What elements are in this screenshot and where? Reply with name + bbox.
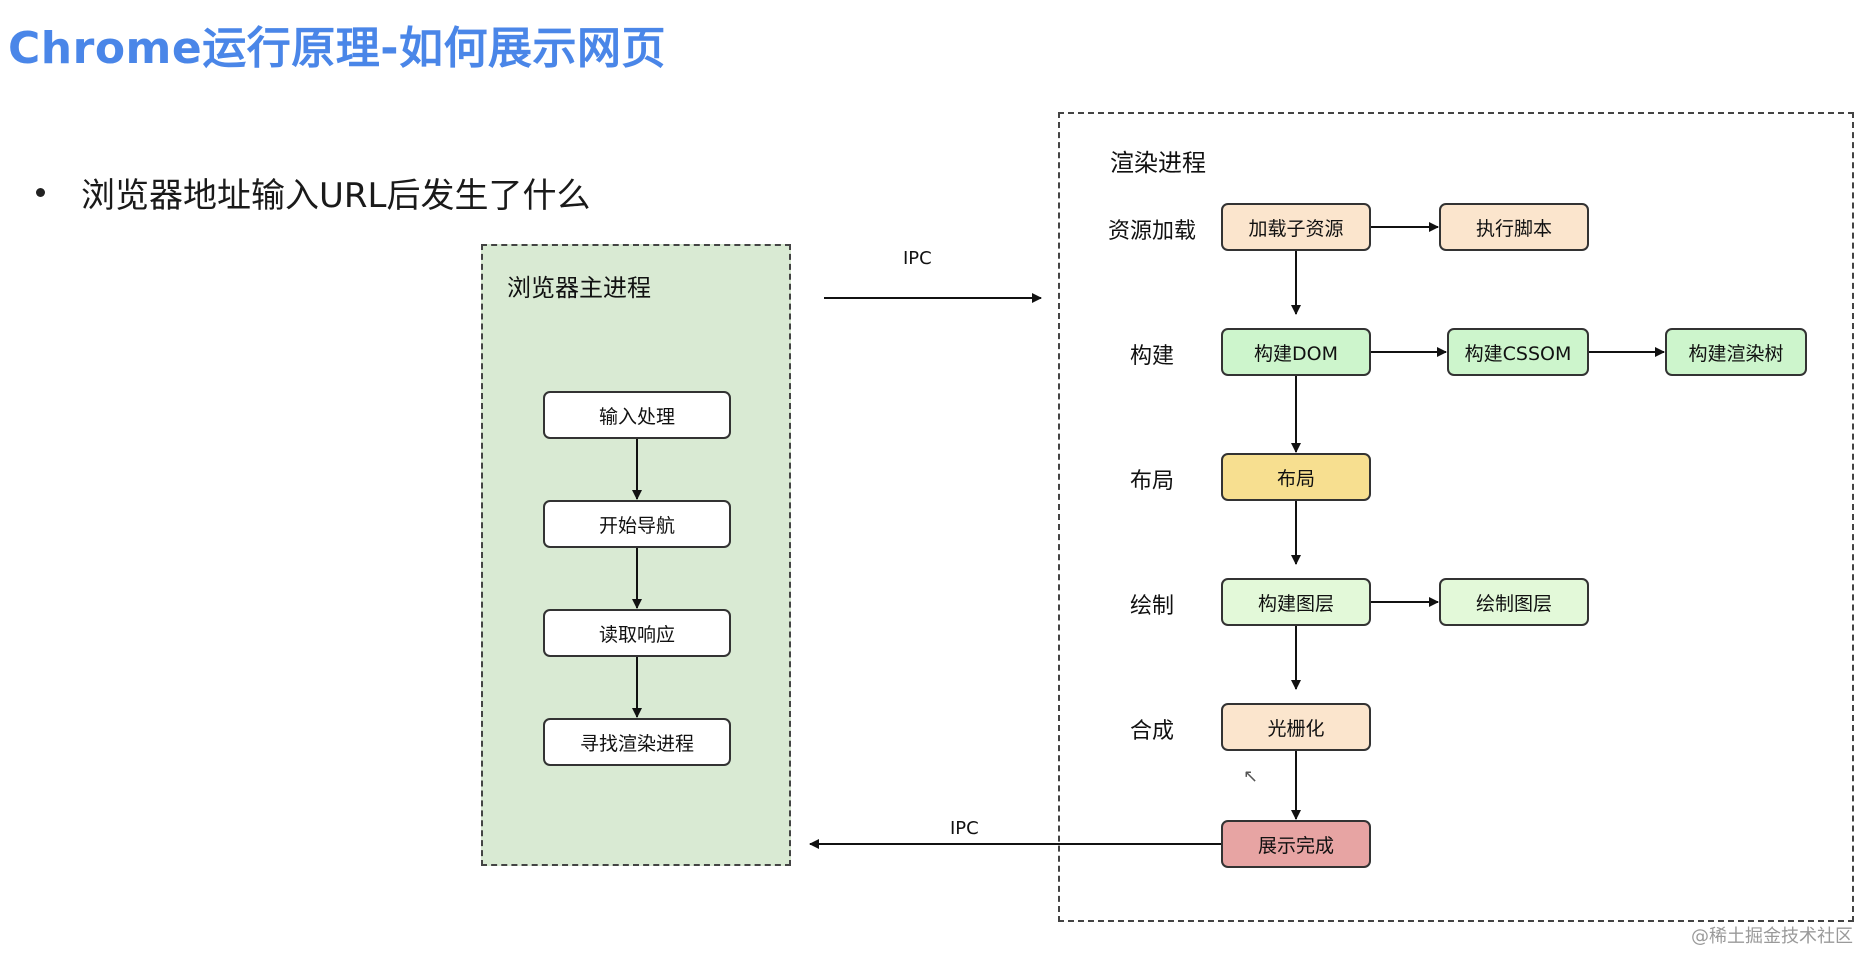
node-build-render-tree: 构建渲染树 <box>1665 328 1807 376</box>
stage-label-resource-loading: 资源加载 <box>1108 219 1197 244</box>
node-build-layers: 构建图层 <box>1221 578 1371 626</box>
page-title: Chrome运行原理-如何展示网页 <box>8 23 666 74</box>
watermark: @稀土掘金技术社区 <box>1691 926 1853 947</box>
mouse-pointer-icon: ↖ <box>1243 766 1259 787</box>
node-display-complete: 展示完成 <box>1221 820 1371 868</box>
ipc-label-top: IPC <box>903 248 932 269</box>
step-read-response: 读取响应 <box>543 609 731 657</box>
node-execute-script: 执行脚本 <box>1439 203 1589 251</box>
node-rasterize: 光栅化 <box>1221 703 1371 751</box>
node-build-dom: 构建DOM <box>1221 328 1371 376</box>
stage-label-layout: 布局 <box>1130 469 1175 494</box>
node-load-subresources: 加载子资源 <box>1221 203 1371 251</box>
stage-label-paint: 绘制 <box>1130 594 1175 619</box>
stage-label-composite: 合成 <box>1130 719 1175 744</box>
bullet-item: 浏览器地址输入URL后发生了什么 <box>36 168 590 217</box>
stage-label-build: 构建 <box>1130 344 1175 369</box>
bullet-text: 浏览器地址输入URL后发生了什么 <box>81 176 591 216</box>
bullet-dot-icon <box>36 188 45 197</box>
step-input-handling: 输入处理 <box>543 391 731 439</box>
render-process-title: 渲染进程 <box>1110 149 1206 177</box>
step-find-renderer: 寻找渲染进程 <box>543 718 731 766</box>
node-build-cssom: 构建CSSOM <box>1447 328 1589 376</box>
ipc-label-bottom: IPC <box>950 818 979 839</box>
node-paint-layers: 绘制图层 <box>1439 578 1589 626</box>
node-layout: 布局 <box>1221 453 1371 501</box>
browser-main-process-title: 浏览器主进程 <box>507 274 651 302</box>
step-start-navigation: 开始导航 <box>543 500 731 548</box>
